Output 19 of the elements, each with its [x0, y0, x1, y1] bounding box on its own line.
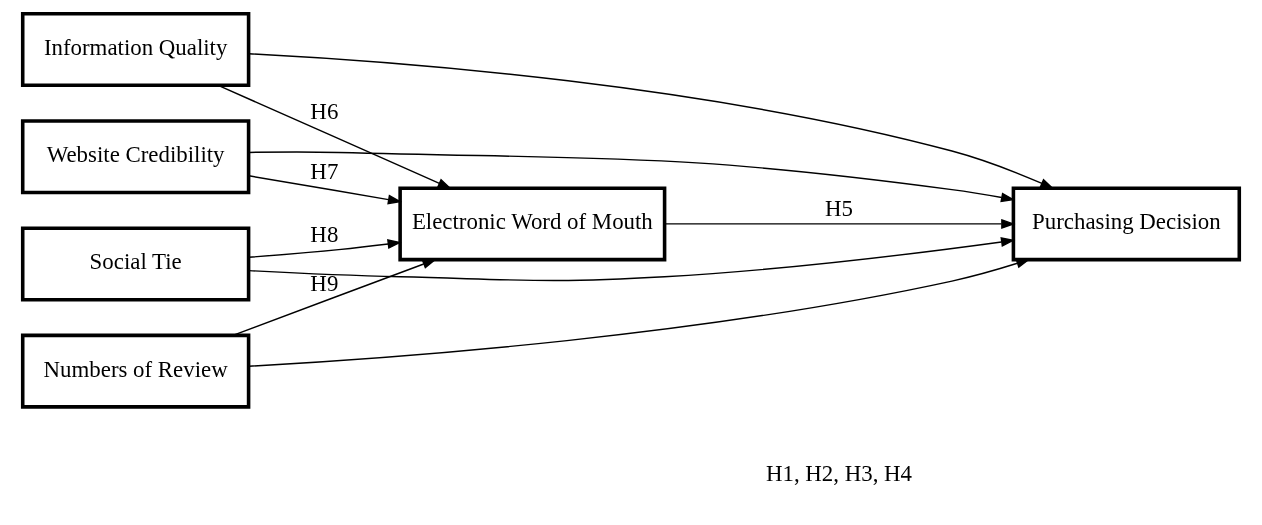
arrow — [232, 259, 437, 337]
arrow — [248, 53, 1055, 189]
node-box: Social Tie — [20, 226, 251, 302]
node-box: Electronic Word of Mouth — [398, 186, 667, 262]
arrow — [217, 84, 452, 189]
edge-label: H5 — [825, 196, 853, 222]
edge-label: H9 — [310, 270, 339, 296]
arrow — [248, 175, 403, 205]
node-box: Purchasing Decision — [1011, 186, 1242, 262]
edge-label: H8 — [310, 222, 339, 248]
arrow — [247, 239, 402, 258]
edge-label: H6 — [310, 99, 339, 125]
arrow — [248, 258, 1031, 367]
label: H1, H2, H3, H4 — [765, 460, 913, 486]
edge-label: H7 — [310, 159, 339, 185]
node-box: Website Credibility — [20, 119, 251, 195]
arrow — [663, 218, 1016, 229]
node-box: Information Quality — [20, 11, 251, 87]
node-box: Numbers of Review — [20, 333, 251, 409]
